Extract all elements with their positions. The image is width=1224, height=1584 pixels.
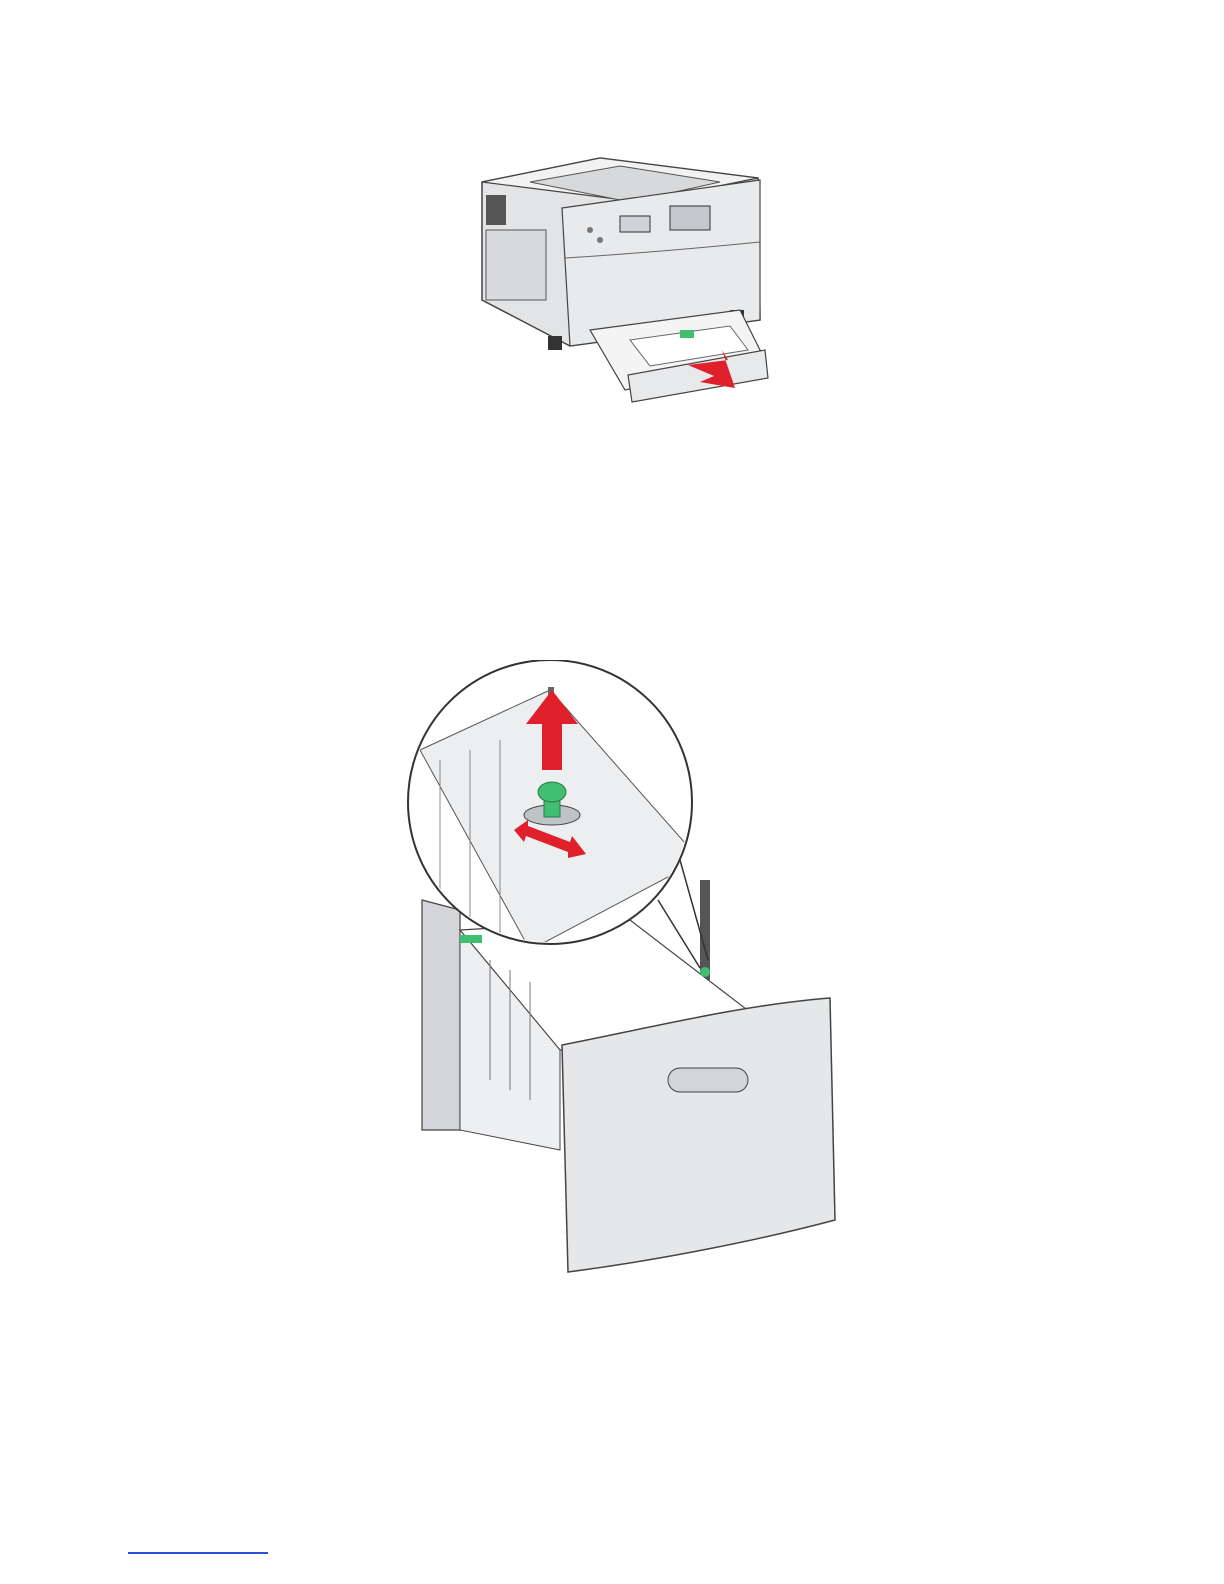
tray-guide-illustration bbox=[400, 660, 850, 1280]
footer-link-underline[interactable] bbox=[128, 1552, 268, 1554]
printer-illustration bbox=[470, 150, 780, 410]
